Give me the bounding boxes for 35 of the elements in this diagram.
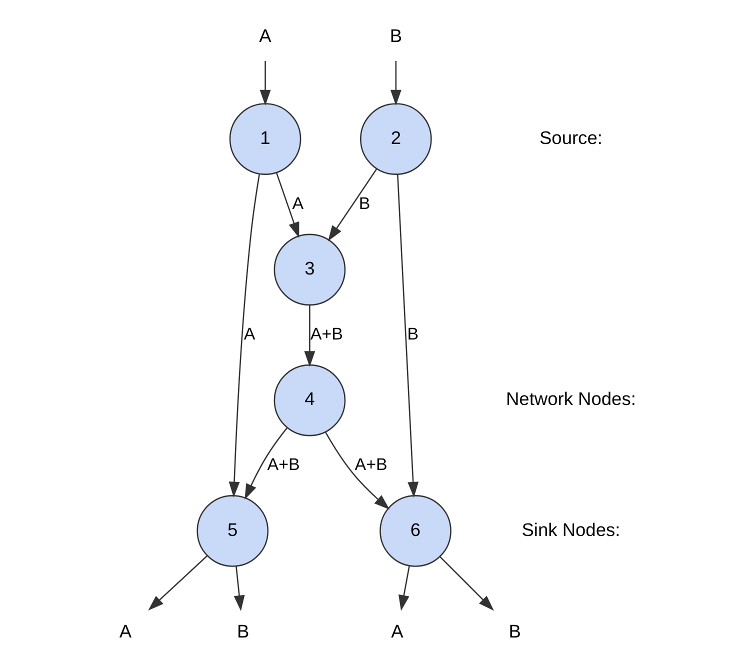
node-text: A xyxy=(258,24,271,46)
edge-label: A+B xyxy=(266,455,300,474)
node-text: B xyxy=(389,24,402,46)
arrow xyxy=(398,566,410,611)
arrow xyxy=(275,172,299,238)
node-circle: 2 xyxy=(359,103,432,175)
node-circle: 5 xyxy=(196,495,268,567)
node-circle: 3 xyxy=(273,234,346,306)
edge-label: A+B xyxy=(354,455,387,474)
node-text: B xyxy=(508,620,520,642)
arrow xyxy=(396,174,418,498)
node-text: A xyxy=(118,620,132,642)
arrow xyxy=(324,432,390,510)
node-circle: 1 xyxy=(228,103,301,175)
node-circle: 4 xyxy=(273,364,346,436)
label: Network Nodes: xyxy=(505,388,636,410)
node-circle: 6 xyxy=(379,495,451,567)
arrow xyxy=(148,555,208,611)
label: Source: xyxy=(538,126,602,148)
arrow xyxy=(439,556,494,611)
arrow xyxy=(327,168,377,242)
arrow xyxy=(304,304,315,367)
node-text: A xyxy=(390,620,403,642)
arrow xyxy=(244,428,287,500)
arrow xyxy=(228,174,260,498)
edge-label: B xyxy=(358,194,370,213)
edge-label: A+B xyxy=(310,324,342,344)
node-text: B xyxy=(236,620,249,642)
edge-label: B xyxy=(406,324,418,344)
arrow xyxy=(233,566,244,612)
edge-label: A xyxy=(243,324,255,344)
edge-label: A xyxy=(292,194,304,213)
arrow xyxy=(259,61,270,106)
label: Sink Nodes: xyxy=(521,518,620,540)
arrow xyxy=(390,61,401,106)
